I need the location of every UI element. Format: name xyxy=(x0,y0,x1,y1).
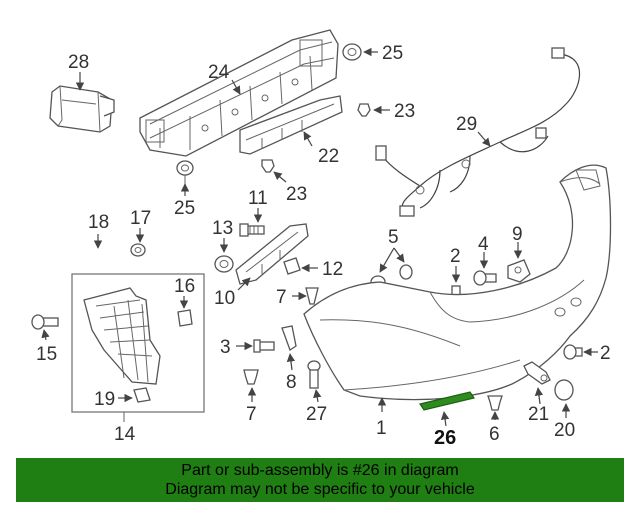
label-12: 12 xyxy=(322,259,343,280)
part-4-bolt[interactable] xyxy=(473,270,497,286)
banner-line-2: Diagram may not be specific to your vehi… xyxy=(165,481,475,498)
label-9: 9 xyxy=(512,224,523,245)
part-29-wiring-harness[interactable] xyxy=(375,47,581,217)
label-18: 18 xyxy=(88,212,109,233)
part-16-clip[interactable] xyxy=(177,309,193,327)
part-8-bracket[interactable] xyxy=(281,325,297,351)
part-2-bolt-right[interactable] xyxy=(563,344,583,360)
part-15-bolt[interactable] xyxy=(31,314,59,330)
label-20: 20 xyxy=(554,420,575,441)
info-banner: Part or sub-assembly is #26 in diagram D… xyxy=(16,458,624,502)
label-1: 1 xyxy=(376,418,387,439)
label-6: 6 xyxy=(489,424,500,445)
label-5: 5 xyxy=(388,227,399,248)
label-21: 21 xyxy=(528,404,549,425)
label-16: 16 xyxy=(174,276,195,297)
label-2-right: 2 xyxy=(600,343,611,364)
label-27: 27 xyxy=(306,404,327,425)
label-23-top: 23 xyxy=(394,101,415,122)
label-22: 22 xyxy=(318,146,339,167)
label-15: 15 xyxy=(36,344,57,365)
part-23-clip-top[interactable] xyxy=(357,103,371,117)
label-24: 24 xyxy=(208,62,230,83)
part-22-energy-absorber[interactable] xyxy=(239,95,343,155)
label-14: 14 xyxy=(114,424,136,445)
label-19: 19 xyxy=(94,389,115,410)
part-25-nut-top[interactable] xyxy=(342,43,362,61)
part-6-pushpin[interactable] xyxy=(487,395,503,411)
label-7-upper: 7 xyxy=(276,287,287,308)
part-12-clip[interactable] xyxy=(283,257,301,275)
part-7-pushpin-lower[interactable] xyxy=(243,369,259,385)
label-17: 17 xyxy=(130,208,151,229)
part-20-cap[interactable] xyxy=(554,379,574,401)
label-26: 26 xyxy=(434,427,456,449)
label-28: 28 xyxy=(68,52,89,73)
parts-diagram: 28 24 22 25 23 25 23 xyxy=(31,29,612,449)
part-17-nut[interactable] xyxy=(130,243,146,257)
part-28-module[interactable] xyxy=(49,85,115,133)
label-23-bottom: 23 xyxy=(286,184,307,205)
part-19-clip[interactable] xyxy=(133,387,151,403)
banner-line-1: Part or sub-assembly is #26 in diagram xyxy=(181,462,459,479)
label-3: 3 xyxy=(220,337,231,358)
label-8: 8 xyxy=(286,372,297,393)
part-3-bolt[interactable] xyxy=(253,339,275,353)
part-1-bumper-cover[interactable] xyxy=(303,164,612,401)
part-23-clip-bottom[interactable] xyxy=(261,159,275,173)
part-7-pushpin-upper[interactable] xyxy=(305,287,319,305)
label-2-upper: 2 xyxy=(450,246,461,267)
label-25-bottom: 25 xyxy=(174,198,195,219)
part-13-nut[interactable] xyxy=(214,255,234,273)
label-10: 10 xyxy=(214,288,235,309)
part-21-socket[interactable] xyxy=(523,361,551,385)
part-26-reflector-strip[interactable] xyxy=(419,391,475,411)
part-14-bracket-assembly[interactable] xyxy=(83,287,161,385)
part-27-bolt[interactable] xyxy=(307,360,321,389)
label-11: 11 xyxy=(248,188,268,209)
part-10-bracket[interactable] xyxy=(235,223,309,285)
part-25-nut-bottom[interactable] xyxy=(176,160,194,184)
part-9-bracket[interactable] xyxy=(507,259,531,283)
label-4: 4 xyxy=(478,234,489,255)
part-11-bolt[interactable] xyxy=(239,223,265,237)
label-13: 13 xyxy=(212,218,233,239)
group-14-box xyxy=(71,273,205,413)
label-25-top: 25 xyxy=(382,43,403,64)
label-7-lower: 7 xyxy=(246,404,257,425)
label-29: 29 xyxy=(456,114,477,135)
